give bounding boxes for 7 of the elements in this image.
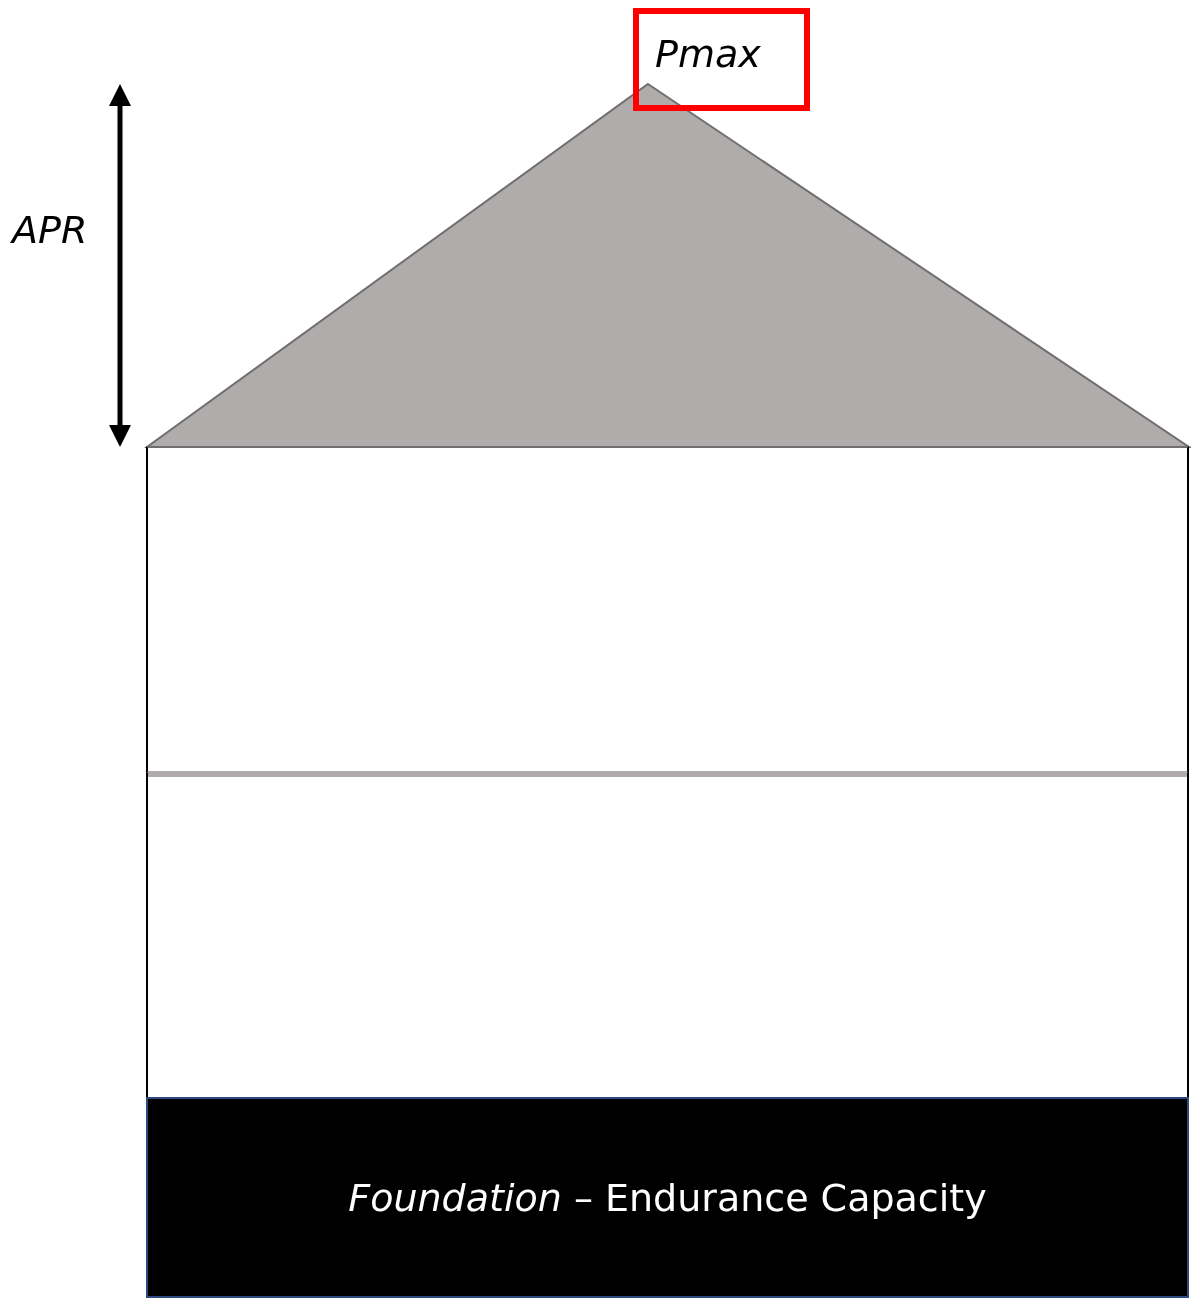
section-box [146,446,1189,777]
callout-box [633,8,810,111]
dimension-label: APR [12,208,88,252]
roof-triangle [146,83,1190,449]
foundation-bar [146,1097,1189,1298]
peak-label: Pmax [655,32,761,76]
foundation-label: Foundation – Endurance Capacity [348,1175,987,1220]
